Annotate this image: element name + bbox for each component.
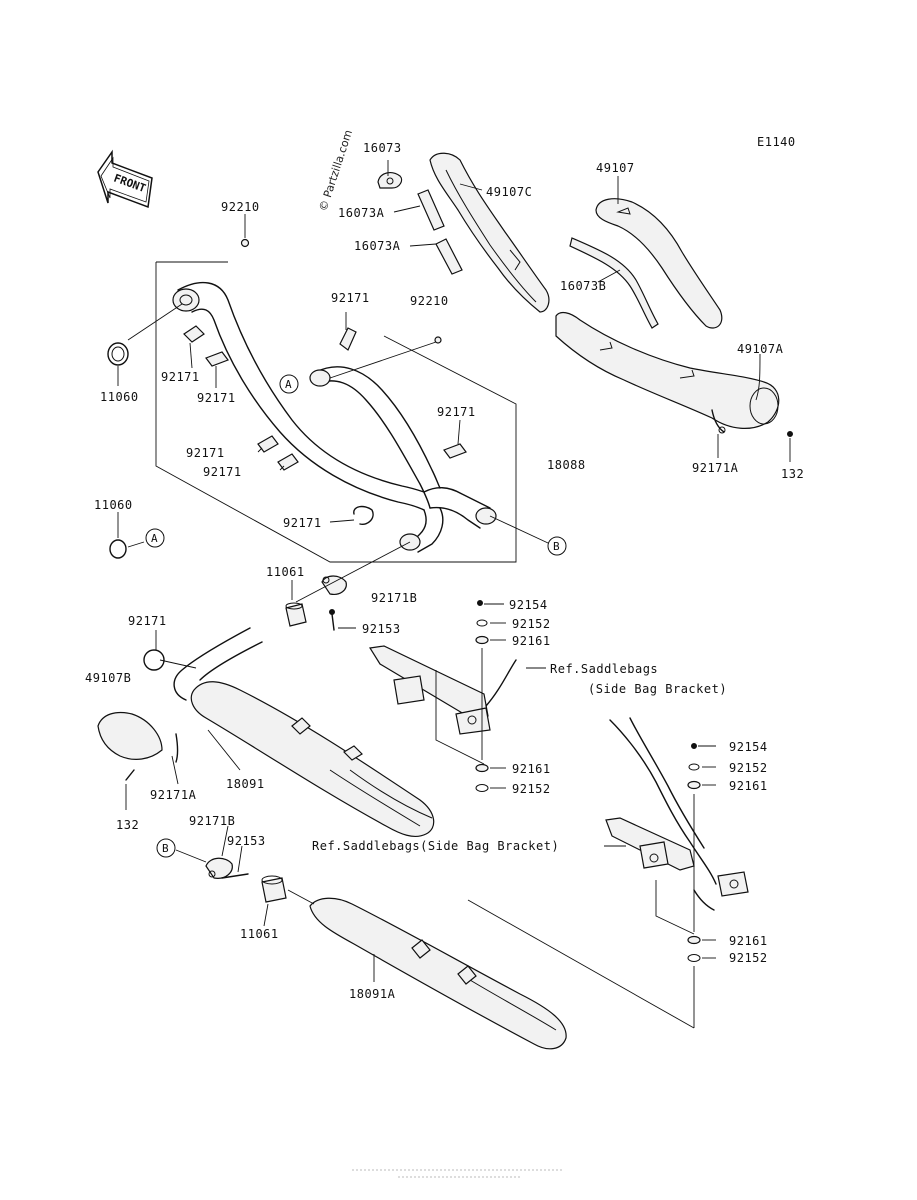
clamp-49107B: [143, 649, 165, 671]
callout-b-lower-label: B: [162, 842, 169, 855]
callout-a-lower-label: A: [151, 532, 158, 545]
muffler-bracket-lower: [605, 717, 749, 911]
label-92171-l2: 92171: [197, 391, 236, 405]
label-92171-l3: 92171: [186, 446, 225, 460]
label-92210-left: 92210: [221, 200, 260, 214]
part-labels: 16073 16073A 16073A 49107C 49107 16073B …: [85, 141, 804, 1001]
label-92171-right: 92171: [437, 405, 476, 419]
label-92210-mid: 92210: [410, 294, 449, 308]
clamp-92171-b: [205, 351, 229, 367]
label-92161-d: 92161: [729, 934, 768, 948]
heat-cover-pad-16073A-lower: [435, 238, 463, 275]
ref-saddlebags-2: Ref.Saddlebags(Side Bag Bracket): [312, 839, 559, 853]
label-92171A-bot: 92171A: [150, 788, 197, 802]
bracket-washers-lower: [687, 743, 701, 962]
clamp-92171-g: [353, 505, 374, 525]
label-11060-bot: 11060: [94, 498, 133, 512]
label-16073A-2: 16073A: [354, 239, 401, 253]
bolt-92153-bottom: [221, 873, 249, 879]
label-18088: 18088: [547, 458, 586, 472]
label-92153-top: 92153: [362, 622, 401, 636]
front-arrow-icon: FRONT: [97, 149, 153, 209]
clamp-92171-d: [257, 435, 279, 453]
exhaust-pipe-18088: [172, 281, 497, 553]
label-16073B: 16073B: [560, 279, 606, 293]
clamp-92171B-bottom: [205, 857, 233, 879]
clamp-92171-e: [277, 453, 299, 471]
footer-fine-print: [352, 1169, 564, 1178]
label-11061-top: 11061: [266, 565, 305, 579]
heat-cover-bracket-16073: [377, 172, 403, 189]
label-92171B-bot: 92171B: [189, 814, 235, 828]
diagram-code: E1140: [757, 135, 796, 149]
label-92152-a: 92152: [512, 617, 551, 631]
watermark: © Partzilla.com: [316, 128, 355, 213]
label-92152-d: 92152: [729, 951, 768, 965]
callout-a-upper-label: A: [285, 378, 292, 391]
label-49107: 49107: [596, 161, 635, 175]
clamp-92171B-top: [321, 575, 347, 595]
callout-a-lower: A: [145, 528, 165, 548]
nut-92210-left: [240, 238, 250, 248]
label-92171-bot: 92171: [283, 516, 322, 530]
callout-b-lower: B: [156, 838, 176, 858]
callout-b-upper: B: [547, 536, 567, 556]
muffler-18091A: [309, 897, 567, 1050]
clamp-92171-c: [339, 327, 357, 351]
label-132-top: 132: [781, 467, 804, 481]
label-16073A-1: 16073A: [338, 206, 385, 220]
label-92171-top: 92171: [331, 291, 370, 305]
label-92161-c: 92161: [729, 779, 768, 793]
callout-b-upper-label: B: [553, 540, 560, 553]
label-92171-left: 92171: [128, 614, 167, 628]
heat-cover-pad-16073A-upper: [417, 189, 445, 231]
gasket-11060-top: [107, 342, 129, 366]
heat-cover-49107C: [429, 152, 550, 313]
label-92171-l1: 92171: [161, 370, 200, 384]
heat-cover-49107: [595, 198, 723, 329]
clamp-92171A-top: [711, 409, 726, 434]
muffler-18091: [173, 627, 435, 838]
label-18091: 18091: [226, 777, 265, 791]
label-132-bot: 132: [116, 818, 139, 832]
clamp-92171-f: [443, 443, 467, 459]
label-92152-c: 92152: [729, 761, 768, 775]
label-11060-top: 11060: [100, 390, 139, 404]
label-18091A: 18091A: [349, 987, 396, 1001]
heat-cover-49107A: [555, 311, 780, 429]
screw-132-top: [787, 431, 793, 437]
label-49107C: 49107C: [486, 185, 532, 199]
label-92161-a: 92161: [512, 634, 551, 648]
label-92153-bot: 92153: [227, 834, 266, 848]
ref-saddlebags-1-line1: Ref.Saddlebags: [550, 662, 658, 676]
label-92171B-top: 92171B: [371, 591, 417, 605]
heat-shield-tip-92171A: [97, 711, 179, 763]
callout-a-upper: A: [279, 374, 299, 394]
bracket-washers-upper: [475, 600, 489, 792]
label-92161-b: 92161: [512, 762, 551, 776]
label-49107A: 49107A: [737, 342, 784, 356]
label-92171A-top: 92171A: [692, 461, 739, 475]
muffler-bracket-upper: [369, 645, 517, 735]
ref-saddlebags-1-line2: (Side Bag Bracket): [588, 682, 727, 696]
label-92152-b: 92152: [512, 782, 551, 796]
heat-cover-strip-16073B: [569, 237, 659, 329]
sleeve-11061-bottom: [261, 875, 287, 903]
label-11061-bot: 11061: [240, 927, 279, 941]
bolt-92153-top: [329, 609, 335, 631]
clamp-92171-a: [183, 325, 205, 343]
leader-lines: [117, 160, 791, 1029]
gasket-11060-bot: [109, 539, 127, 559]
label-16073: 16073: [363, 141, 402, 155]
label-92171-l4: 92171: [203, 465, 242, 479]
label-92154-c: 92154: [729, 740, 768, 754]
label-49107B: 49107B: [85, 671, 131, 685]
screw-132-bottom: [125, 769, 135, 781]
label-92154-a: 92154: [509, 598, 548, 612]
sleeve-11061-top: [285, 602, 307, 627]
nut-92210-mid: [434, 336, 442, 344]
